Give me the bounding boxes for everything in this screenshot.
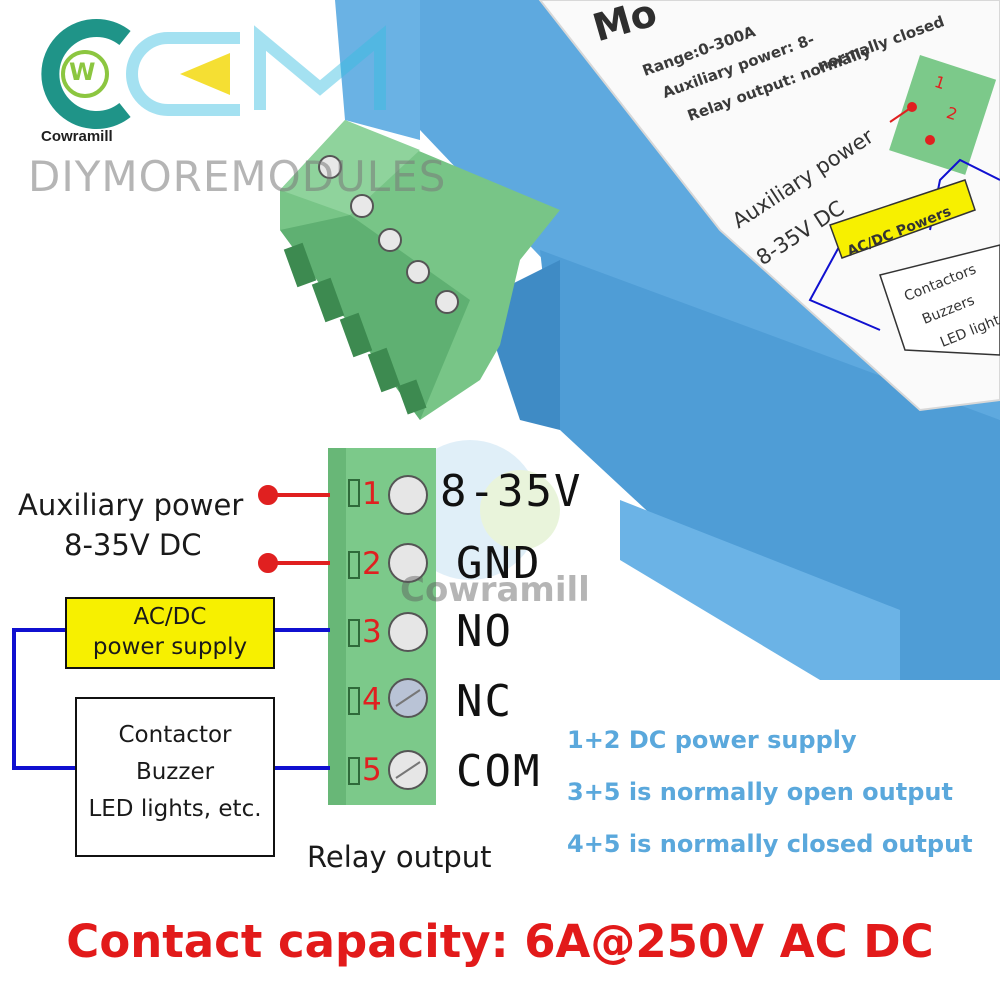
acdc-label-line-1: AC/DC [133, 604, 207, 630]
label-mini-load-box [879, 244, 1000, 356]
load-label-line-3: LED lights, etc. [88, 796, 262, 822]
photo-port-1 [283, 242, 317, 288]
pin-name-4: NC [456, 676, 513, 727]
aux-power-wires [258, 485, 330, 573]
load-label-line-2: Buzzer [135, 759, 215, 785]
device-label [538, 0, 1000, 412]
note-normally-open: 3+5 is normally open output [567, 778, 953, 806]
terminal-port-4 [348, 687, 360, 715]
relay-wire-loop [12, 628, 76, 770]
watermark-text: Cowramill [400, 570, 590, 610]
terminal-screw-3 [388, 612, 428, 652]
pin-number-5: 5 [362, 752, 382, 788]
note-dc-power: 1+2 DC power supply [567, 726, 857, 754]
terminal-port-1 [348, 479, 360, 507]
photo-screw-3 [378, 228, 402, 252]
logo-mark: W [69, 58, 96, 86]
enclosure-ridge [335, 0, 420, 140]
photo-screw-2 [350, 194, 374, 218]
acdc-label-line-2: power supply [92, 634, 248, 660]
relay-module-photo [280, 0, 1000, 680]
label-mini-acdc-box [829, 179, 976, 259]
photo-screw-1 [318, 155, 342, 179]
photo-port-4 [367, 347, 401, 393]
logo-inner-circle [61, 50, 109, 98]
logo-c-ring [41, 19, 131, 129]
label-mini-wire-1 [889, 106, 913, 123]
photo-screw-4 [406, 260, 430, 284]
logo-yellow-triangle [180, 53, 230, 95]
terminal-port-3 [348, 619, 360, 647]
logo-letter-c [126, 32, 240, 116]
terminal-block-photo-front [280, 215, 470, 420]
aux-wire-dot-1 [258, 485, 278, 505]
terminal-screw-slot-5 [395, 761, 421, 779]
relay-output-wires [12, 628, 330, 770]
terminal-block-photo-top [280, 120, 420, 215]
pin-number-2: 2 [362, 546, 382, 582]
terminal-screw-1 [388, 475, 428, 515]
terminal-screw-slots [395, 689, 421, 779]
label-mini-blue-wire-2 [808, 244, 881, 331]
terminal-screw-slot-4 [395, 689, 421, 707]
pin-name-2: GND [456, 538, 542, 589]
pin-name-5: COM [456, 746, 542, 797]
watermark-circle-green [480, 470, 560, 550]
logo-letter-m [254, 25, 386, 110]
terminal-ports [348, 479, 360, 785]
brand-name: DIYMOREMODULES [28, 152, 447, 201]
pin-name-3: NO [456, 606, 513, 657]
pin-name-1: 8-35V [440, 466, 583, 517]
label-mini-terminal [889, 55, 997, 175]
aux-power-voltage: 8-35V DC [64, 528, 202, 562]
logo-name: Cowramill [41, 128, 113, 145]
terminal-block-photo-screws [318, 155, 459, 314]
note-normally-closed: 4+5 is normally closed output [567, 830, 973, 858]
enclosure-front [540, 250, 1000, 680]
label-mini-wire-dot-2 [925, 135, 935, 145]
terminal-block-photo-ports [283, 242, 427, 415]
enclosure-rail [620, 500, 900, 680]
aux-wire-dot-2 [258, 553, 278, 573]
pin-number-1: 1 [362, 476, 382, 512]
load-box [75, 697, 275, 857]
photo-port-5 [397, 379, 427, 415]
photo-screw-5 [435, 290, 459, 314]
cowramill-logo [41, 19, 386, 129]
aux-power-label: Auxiliary power [18, 488, 244, 522]
terminal-screw-2 [388, 543, 428, 583]
contact-capacity-footer: Contact capacity: 6A@250V AC DC [66, 915, 934, 968]
acdc-power-supply-box [65, 597, 275, 669]
pin-number-3: 3 [362, 614, 382, 650]
terminal-port-2 [348, 551, 360, 579]
terminal-port-5 [348, 757, 360, 785]
terminal-block-edge [328, 448, 346, 805]
pin-number-4: 4 [362, 682, 382, 718]
photo-port-3 [339, 312, 373, 358]
wiring-diagram [12, 440, 560, 857]
photo-port-2 [311, 277, 345, 323]
relay-output-label: Relay output [307, 840, 492, 874]
load-label-line-1: Contactor [118, 722, 232, 748]
